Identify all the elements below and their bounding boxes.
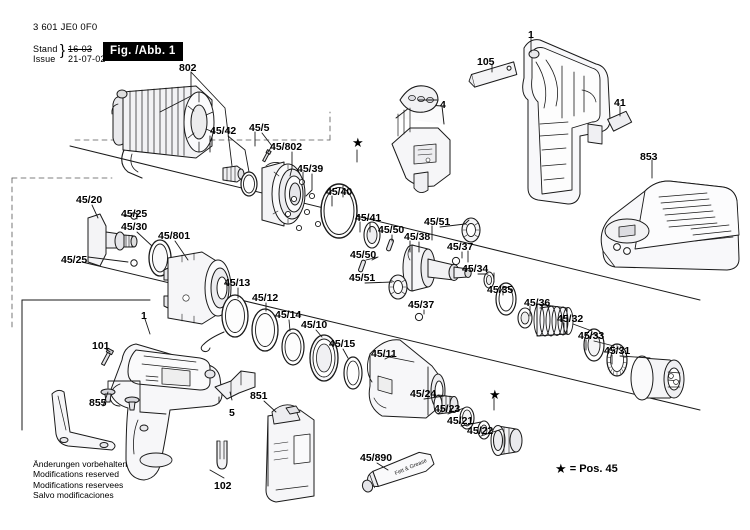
- callout-45-21: 45/21: [447, 415, 474, 427]
- callout-851: 851: [250, 390, 268, 402]
- callout-1: 1: [528, 29, 534, 41]
- callout-855: 855: [89, 397, 107, 409]
- issue-label: Issue: [33, 54, 56, 64]
- callout-853: 853: [640, 151, 658, 163]
- callout-802: 802: [179, 62, 197, 74]
- callout-45-24: 45/24: [410, 388, 437, 400]
- callout-45-14: 45/14: [275, 309, 302, 321]
- callout-45-36: 45/36: [524, 297, 551, 309]
- figure-badge: Fig. /Abb. 1: [103, 42, 183, 61]
- disclaimer-en: Modifications reserved: [33, 469, 119, 480]
- callout-45-33: 45/33: [578, 330, 605, 342]
- disclaimer-fr: Modifications reservees: [33, 479, 124, 490]
- callout-45-11: 45/11: [371, 348, 397, 360]
- disclaimer-de: Änderungen vorbehalten: [33, 459, 128, 469]
- callout-45-50: 45/50: [378, 224, 405, 236]
- callout-5: 5: [229, 407, 235, 419]
- star-marker-icon: ★: [489, 387, 501, 402]
- star-icon: ★: [555, 461, 567, 476]
- callout-45-12: 45/12: [252, 292, 279, 304]
- callout-45-51: 45/51: [424, 216, 451, 228]
- callout-45-15: 45/15: [329, 338, 356, 350]
- callout-45-22: 45/22: [467, 425, 494, 437]
- callout-45-801: 45/801: [158, 230, 191, 242]
- callout-45-41: 45/41: [355, 212, 382, 224]
- callout-45-50: 45/50: [350, 249, 377, 261]
- callout-45-37: 45/37: [447, 241, 474, 253]
- callout-45-34: 45/34: [462, 263, 489, 275]
- callout-4: 4: [440, 99, 446, 111]
- header-brace: }: [60, 42, 66, 59]
- callout-45-38: 45/38: [404, 231, 431, 243]
- callout-101: 101: [92, 340, 110, 352]
- callout-45-13: 45/13: [224, 277, 251, 289]
- callout-45-25: 45/25: [121, 208, 148, 220]
- callout-105: 105: [477, 56, 495, 68]
- date-current: 21-07-02: [68, 54, 106, 64]
- callout-45-31: 45/31: [604, 345, 631, 357]
- callout-45-10: 45/10: [301, 319, 328, 331]
- callout-45-32: 45/32: [557, 313, 584, 325]
- callout-45-25: 45/25: [61, 254, 88, 266]
- legend-pos45: ★ = Pos. 45: [555, 461, 618, 477]
- callout-41: 41: [614, 97, 626, 109]
- legend-text: = Pos. 45: [569, 463, 618, 475]
- part-number: 3 601 JE0 0F0: [33, 22, 98, 33]
- callout-45-30: 45/30: [121, 221, 148, 233]
- star-marker-icon: ★: [352, 135, 364, 150]
- callout-45-5: 45/5: [249, 122, 270, 134]
- disclaimer-es: Salvo modificaciones: [33, 490, 114, 501]
- callout-45-20: 45/20: [76, 194, 103, 206]
- stand-label: Stand: [33, 44, 58, 54]
- disclaimer-block: Änderungen vorbehalten Modifications res…: [33, 459, 127, 501]
- callout-102: 102: [214, 480, 232, 492]
- callout-45-890: 45/890: [360, 452, 393, 464]
- date-superseded: 16-03: [68, 44, 93, 54]
- callout-45-42: 45/42: [210, 125, 237, 137]
- callout-45-23: 45/23: [434, 403, 461, 415]
- callout-45-40: 45/40: [326, 186, 353, 198]
- callout-45-51: 45/51: [349, 272, 376, 284]
- callout-45-39: 45/39: [297, 163, 324, 175]
- callout-45-802: 45/802: [270, 141, 303, 153]
- callout-1: 1: [141, 310, 147, 322]
- callout-45-35: 45/35: [487, 284, 514, 296]
- callout-45-37: 45/37: [408, 299, 435, 311]
